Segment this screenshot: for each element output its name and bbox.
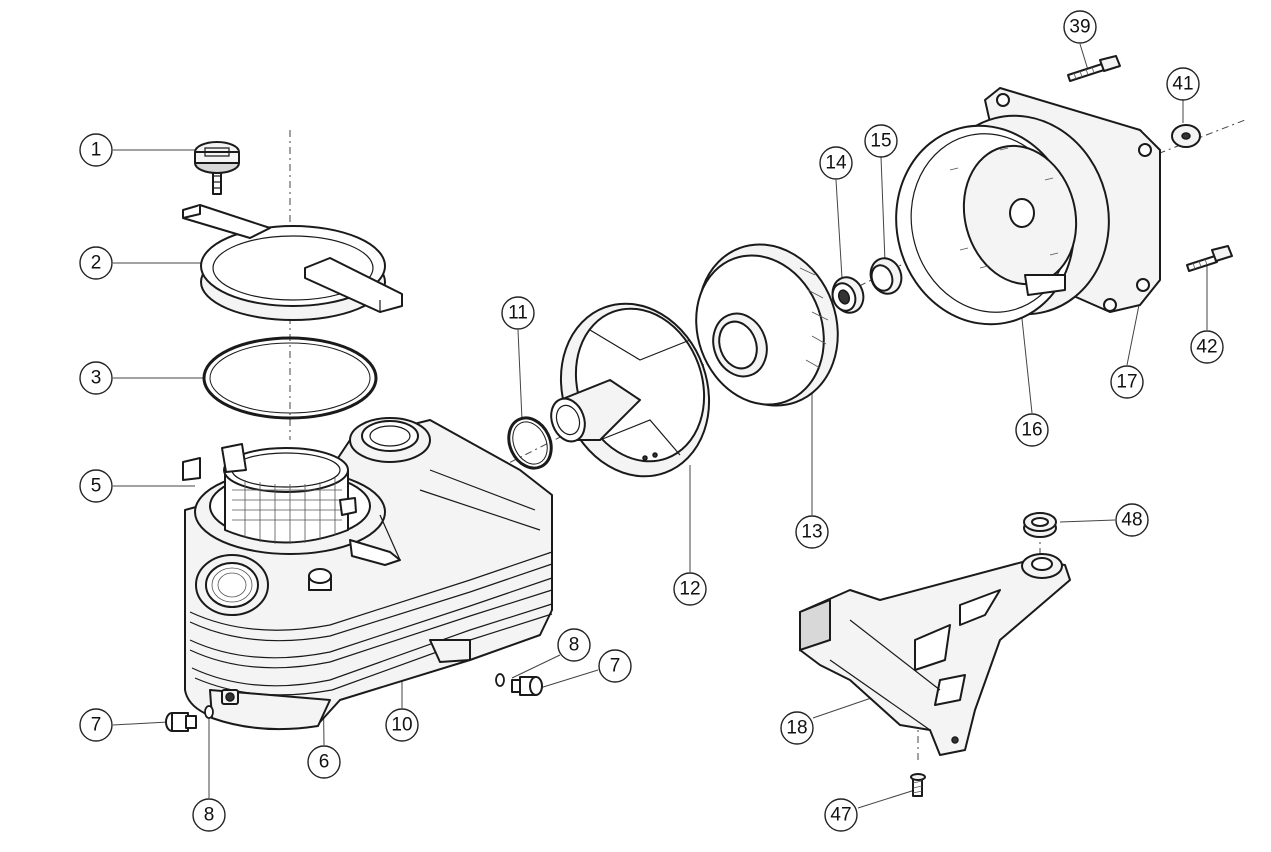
part-15-seal-ring [869,257,903,295]
leader-lines [112,43,1208,809]
part-14-seal-seat [831,276,865,314]
part-12-diffuser [550,302,711,478]
callout-3: 3 [79,361,113,395]
callout-7-right: 7 [598,649,632,683]
callout-12: 12 [673,572,707,606]
callout-8-right: 8 [557,628,591,662]
callout-6: 6 [307,745,341,779]
callout-label-5: 5 [91,476,102,497]
callout-label-2: 2 [91,253,102,274]
callout-39: 39 [1063,10,1097,44]
part-47-screw [910,773,926,797]
callout-2: 2 [79,246,113,280]
callout-label-41: 41 [1172,74,1193,95]
part-7-drain-plug-left [165,712,197,732]
part-7-drain-plug-right [511,676,543,696]
part-2-lid [182,204,403,321]
callout-7-left: 7 [79,708,113,742]
callout-47: 47 [824,798,858,832]
part-8-oring-right [495,673,505,687]
part-16-seal-plate [895,124,1078,326]
part-48-bushing [1023,512,1057,538]
callout-label-11: 11 [508,303,528,324]
callout-label-10: 10 [391,715,412,736]
callout-label-7-right: 7 [610,656,621,677]
callout-label-15: 15 [870,131,891,152]
callout-1: 1 [79,133,113,167]
callout-label-12: 12 [679,579,700,600]
part-39-bolt [1067,55,1121,82]
callout-label-7-left: 7 [91,715,102,736]
callout-14: 14 [819,146,853,180]
callout-label-17: 17 [1116,372,1137,393]
callout-41: 41 [1166,67,1200,101]
callout-label-47: 47 [830,805,851,826]
callout-label-8-right: 8 [569,635,580,656]
callout-label-39: 39 [1069,17,1090,38]
callout-label-18: 18 [786,718,807,739]
callout-15: 15 [864,124,898,158]
part-8-oring-left [204,705,214,719]
part-13-impeller [695,243,839,407]
callout-label-8-left: 8 [204,805,215,826]
callout-label-13: 13 [801,522,822,543]
callout-13: 13 [795,515,829,549]
callout-label-3: 3 [91,368,102,389]
part-41-washer [1171,124,1201,148]
callout-label-14: 14 [825,153,847,174]
part-11-oring [507,416,553,470]
part-6-plug [308,568,332,591]
callout-label-48: 48 [1121,510,1142,531]
callout-label-42: 42 [1196,337,1217,358]
callout-42: 42 [1190,330,1224,364]
part-5-basket [221,443,357,544]
callout-label-1: 1 [91,140,102,161]
callout-48: 48 [1115,503,1149,537]
callout-8-left: 8 [192,798,226,832]
callout-17: 17 [1110,365,1144,399]
callout-16: 16 [1015,413,1049,447]
callout-label-6: 6 [319,752,330,773]
part-3-oring [202,336,378,420]
callout-label-16: 16 [1021,420,1042,441]
callout-18: 18 [780,711,814,745]
callout-5: 5 [79,469,113,503]
callout-10: 10 [385,708,419,742]
part-42-bolt [1186,245,1233,272]
part-18-base [799,553,1071,756]
part-1-knob [194,141,240,195]
callout-11: 11 [501,296,535,330]
